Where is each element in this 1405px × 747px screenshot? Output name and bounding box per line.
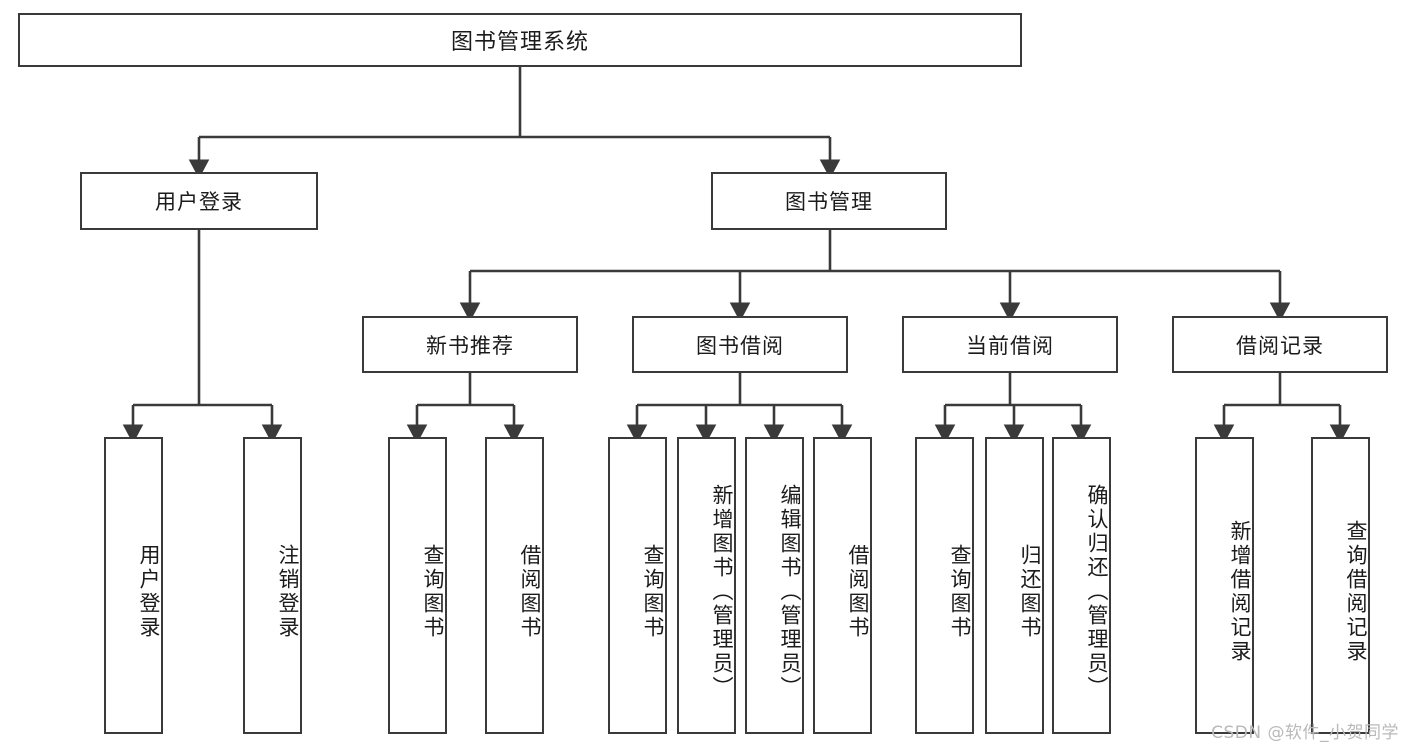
node-label: 借阅图书 xyxy=(846,543,870,640)
node-label: 新书推荐 xyxy=(426,333,514,358)
node-label: 借阅图书 xyxy=(518,543,542,640)
leaf-confirm-return-admin[interactable]: 确认归还（管理员） xyxy=(1052,437,1111,734)
node-label: 查询图书 xyxy=(421,543,445,640)
leaf-query-books-current[interactable]: 查询图书 xyxy=(915,437,974,734)
node-current-borrow[interactable]: 当前借阅 xyxy=(902,316,1118,373)
node-borrow-record[interactable]: 借阅记录 xyxy=(1172,316,1388,373)
node-label: 查询图书 xyxy=(948,543,972,640)
leaf-edit-book-admin[interactable]: 编辑图书（管理员） xyxy=(745,437,804,734)
node-label: 当前借阅 xyxy=(966,333,1054,358)
node-new-book-recommend[interactable]: 新书推荐 xyxy=(362,316,578,373)
node-label: 编辑图书（管理员） xyxy=(778,483,802,700)
node-label: 确认归还（管理员） xyxy=(1085,483,1109,700)
node-label: 注销登录 xyxy=(276,543,300,640)
node-user-login[interactable]: 用户登录 xyxy=(80,172,318,230)
node-label: 用户登录 xyxy=(137,543,161,640)
leaf-logout-login[interactable]: 注销登录 xyxy=(243,437,302,734)
node-label: 查询借阅记录 xyxy=(1344,519,1368,664)
leaf-borrow-books[interactable]: 借阅图书 xyxy=(813,437,872,734)
node-book-borrow[interactable]: 图书借阅 xyxy=(632,316,848,373)
node-label: 新增图书（管理员） xyxy=(710,483,734,700)
node-label: 图书管理 xyxy=(785,190,873,214)
leaf-borrow-books-recommend[interactable]: 借阅图书 xyxy=(485,437,544,734)
node-label: 借阅记录 xyxy=(1236,333,1324,358)
node-label: 图书借阅 xyxy=(696,333,784,358)
leaf-add-book-admin[interactable]: 新增图书（管理员） xyxy=(677,437,736,734)
node-label: 图书管理系统 xyxy=(450,30,589,55)
node-label: 归还图书 xyxy=(1018,543,1042,640)
node-book-management[interactable]: 图书管理 xyxy=(711,172,947,230)
leaf-query-borrow-record[interactable]: 查询借阅记录 xyxy=(1311,437,1370,734)
node-label: 新增借阅记录 xyxy=(1228,519,1252,664)
leaf-query-books-borrow[interactable]: 查询图书 xyxy=(608,437,667,734)
leaf-add-borrow-record[interactable]: 新增借阅记录 xyxy=(1195,437,1254,734)
node-label: 查询图书 xyxy=(641,543,665,640)
node-root-book-management-system[interactable]: 图书管理系统 xyxy=(18,13,1022,67)
leaf-return-books[interactable]: 归还图书 xyxy=(985,437,1044,734)
leaf-user-login[interactable]: 用户登录 xyxy=(104,437,163,734)
leaf-query-books-recommend[interactable]: 查询图书 xyxy=(388,437,447,734)
node-label: 用户登录 xyxy=(155,190,243,214)
